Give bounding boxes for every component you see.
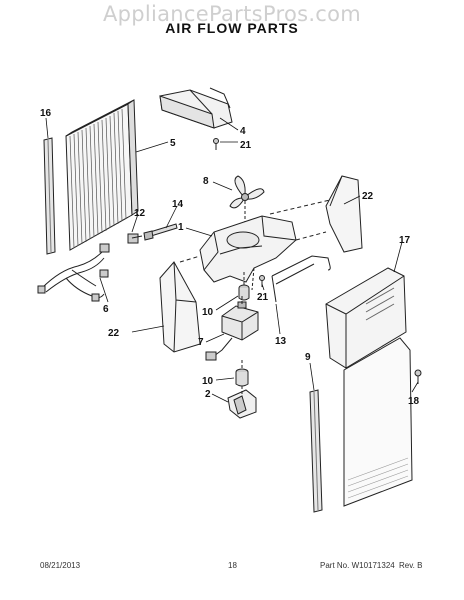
part-18-screw — [414, 369, 422, 384]
callout-10-lower: 10 — [202, 376, 214, 387]
callout-22-upper: 22 — [362, 191, 374, 202]
callout-16: 16 — [40, 108, 52, 119]
part-8-fan-blade — [229, 175, 265, 222]
callout-6: 6 — [103, 304, 109, 315]
footer-page-number: 18 — [228, 561, 237, 570]
callout-4: 4 — [240, 126, 246, 137]
callout-numbers: 16 5 4 21 8 22 14 12 1 17 6 21 10 22 13 … — [40, 108, 420, 407]
footer-revision: Rev. B — [399, 561, 423, 570]
callout-21-top: 21 — [240, 140, 252, 151]
footer-date: 08/21/2013 — [40, 561, 81, 570]
callout-10-upper: 10 — [202, 307, 214, 318]
callout-12: 12 — [134, 208, 146, 219]
callout-9: 9 — [305, 352, 311, 363]
watermark: AppliancePartsPros.com — [102, 2, 362, 26]
diagram-title: AIR FLOW PARTS — [165, 20, 299, 36]
part-21-screw-top — [213, 138, 219, 150]
part-22-upper-cover — [269, 175, 363, 253]
part-10-grommet-upper — [238, 272, 250, 301]
callout-2: 2 — [205, 389, 211, 400]
part-9-vertical-gasket — [309, 389, 323, 513]
callout-8: 8 — [203, 176, 209, 187]
part-10-grommet-lower — [235, 360, 249, 387]
part-5-evaporator-coil — [65, 99, 139, 251]
part-12-connector — [127, 233, 143, 244]
callout-22-lower: 22 — [108, 328, 120, 339]
part-7-fan-motor — [205, 296, 259, 361]
part-16-seal-strip — [43, 137, 56, 255]
part-4-top-deflector — [159, 87, 233, 129]
part-21-screw-middle — [259, 275, 265, 287]
callout-17: 17 — [399, 235, 411, 246]
part-22-lower-cover — [159, 261, 201, 353]
callout-14: 14 — [172, 199, 184, 210]
callout-7: 7 — [198, 337, 204, 348]
part-1-fan-housing — [179, 215, 327, 291]
part-2-motor-mount — [227, 386, 257, 419]
part-17-diffuser-panel — [325, 267, 413, 507]
callout-18: 18 — [408, 396, 420, 407]
callout-1: 1 — [178, 222, 184, 233]
callout-21-middle: 21 — [257, 292, 269, 303]
part-6-wire-harness — [37, 243, 110, 302]
callout-13: 13 — [275, 336, 287, 347]
part-13-wire-bracket — [271, 255, 331, 303]
leader-lines — [45, 117, 419, 403]
footer-part-number: Part No. W10171324 — [320, 561, 395, 570]
part-14-screw — [143, 223, 178, 241]
callout-5: 5 — [170, 138, 176, 149]
